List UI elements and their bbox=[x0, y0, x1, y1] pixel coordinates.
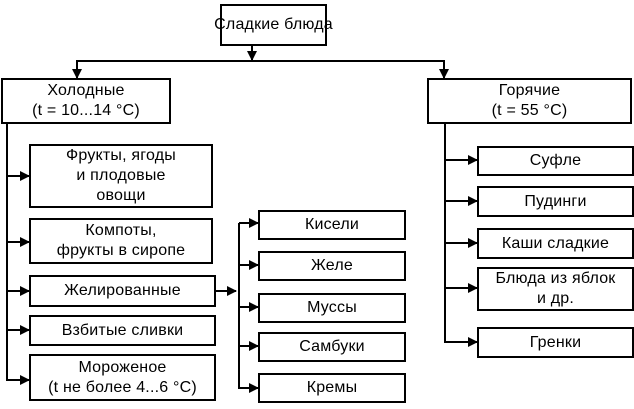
item-line: Кремы bbox=[306, 379, 358, 396]
hot-item-souffle: Суфле bbox=[477, 146, 634, 176]
jellied-item-sambuca: Самбуки bbox=[258, 332, 406, 362]
item-line: Желированные bbox=[64, 282, 181, 299]
item-line: и плодовые bbox=[76, 167, 166, 184]
cold-item-compotes: Компоты, фрукты в сиропе bbox=[29, 218, 213, 264]
cold-title: Холодные bbox=[47, 82, 125, 99]
item-line: Компоты, bbox=[85, 222, 157, 239]
item-line: фрукты в сиропе bbox=[56, 242, 186, 259]
hot-item-apple-dishes: Блюда из яблок и др. bbox=[477, 267, 634, 311]
cold-item-ice-cream: Мороженое (t не более 4...6 °C) bbox=[29, 354, 216, 401]
root-label: Сладкие блюда bbox=[214, 16, 333, 33]
item-line: Муссы bbox=[307, 299, 357, 316]
jellied-item-kissel: Кисели bbox=[258, 210, 406, 240]
hot-temp: (t = 55 °C) bbox=[491, 102, 568, 119]
cold-category-node: Холодные (t = 10...14 °C) bbox=[1, 78, 171, 124]
jellied-item-jelly: Желе bbox=[258, 251, 406, 281]
item-line: Суфле bbox=[529, 152, 582, 169]
hot-item-croutons: Гренки bbox=[477, 327, 634, 358]
cold-item-fruits: Фрукты, ягоды и плодовые овощи bbox=[29, 144, 213, 208]
item-line: овощи bbox=[96, 187, 146, 204]
item-line: Желе bbox=[311, 257, 353, 274]
item-line: Каши сладкие bbox=[501, 234, 610, 252]
hot-category-node: Горячие (t = 55 °C) bbox=[427, 78, 632, 124]
item-line: Пудинги bbox=[524, 192, 587, 210]
hot-title: Горячие bbox=[498, 82, 561, 99]
item-line: Гренки bbox=[529, 333, 582, 351]
item-line: (t не более 4...6 °C) bbox=[48, 378, 197, 396]
cold-item-jellied: Желированные bbox=[29, 275, 216, 307]
cold-temp: (t = 10...14 °C) bbox=[32, 102, 140, 119]
hot-item-sweet-porridge: Каши сладкие bbox=[477, 228, 634, 259]
item-line: Мороженое bbox=[78, 358, 167, 376]
item-line: Кисели bbox=[304, 216, 360, 233]
jellied-item-creams: Кремы bbox=[258, 373, 406, 403]
jellied-item-mousse: Муссы bbox=[258, 293, 406, 323]
root-node: Сладкие блюда bbox=[214, 4, 333, 46]
item-line: и др. bbox=[536, 290, 575, 307]
hot-item-puddings: Пудинги bbox=[477, 186, 634, 217]
item-line: Блюда из яблок bbox=[495, 270, 616, 287]
item-line: Взбитые сливки bbox=[61, 321, 184, 339]
cold-item-whipped-cream: Взбитые сливки bbox=[29, 315, 216, 346]
item-line: Фрукты, ягоды bbox=[66, 147, 176, 164]
item-line: Самбуки bbox=[299, 338, 365, 355]
